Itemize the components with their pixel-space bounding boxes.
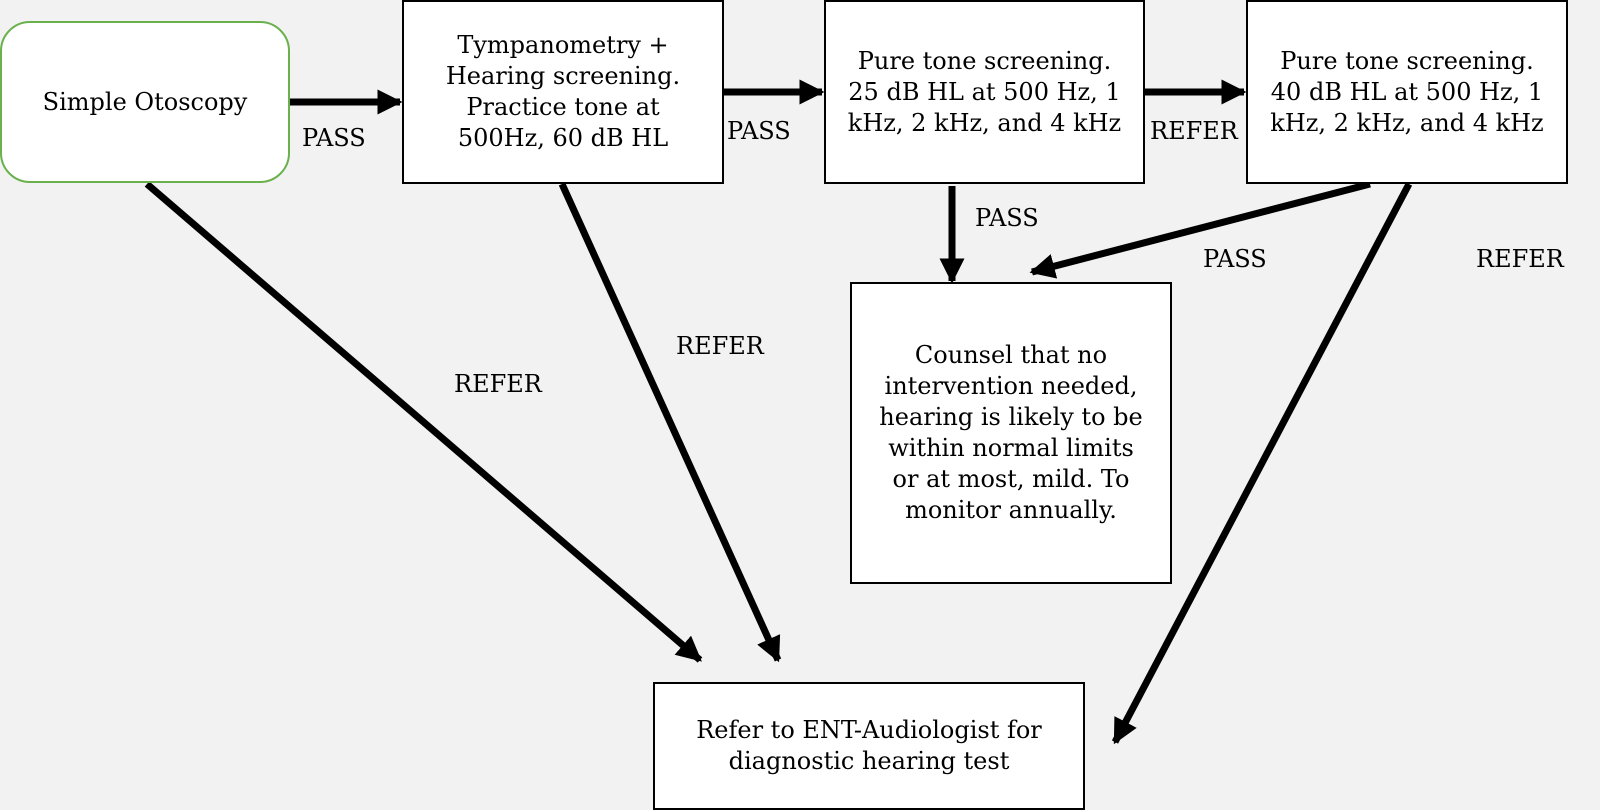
edge-label-pure-tone-25-pass: PASS: [975, 204, 1039, 232]
edge-label-pure-tone-40-pass: PASS: [1203, 245, 1267, 273]
edge-label-pure-tone-25-refer: REFER: [1150, 117, 1238, 145]
node-pure-tone-40: Pure tone screening. 40 dB HL at 500 Hz,…: [1246, 0, 1568, 184]
node-tympanometry: Tympanometry + Hearing screening. Practi…: [402, 0, 724, 184]
edge-label-otoscopy-pass: PASS: [302, 124, 366, 152]
node-simple-otoscopy: Simple Otoscopy: [0, 21, 290, 183]
arrow-otoscopy-to-refer: [144, 181, 703, 663]
node-refer-ent: Refer to ENT-Audiologist for diagnostic …: [653, 682, 1085, 810]
arrow-pure-tone-40-to-refer: [1111, 182, 1413, 745]
node-pure-tone-25: Pure tone screening. 25 dB HL at 500 Hz,…: [824, 0, 1145, 184]
edge-label-tympanometry-refer: REFER: [676, 332, 764, 360]
arrow-pure-tone-40-to-counsel: [1029, 180, 1371, 279]
edge-label-pure-tone-40-refer: REFER: [1476, 245, 1564, 273]
edge-label-otoscopy-refer: REFER: [454, 370, 542, 398]
arrow-tympanometry-to-refer: [558, 182, 782, 663]
node-counsel: Counsel that no intervention needed, hea…: [850, 282, 1172, 584]
edge-label-tympanometry-pass: PASS: [727, 117, 791, 145]
